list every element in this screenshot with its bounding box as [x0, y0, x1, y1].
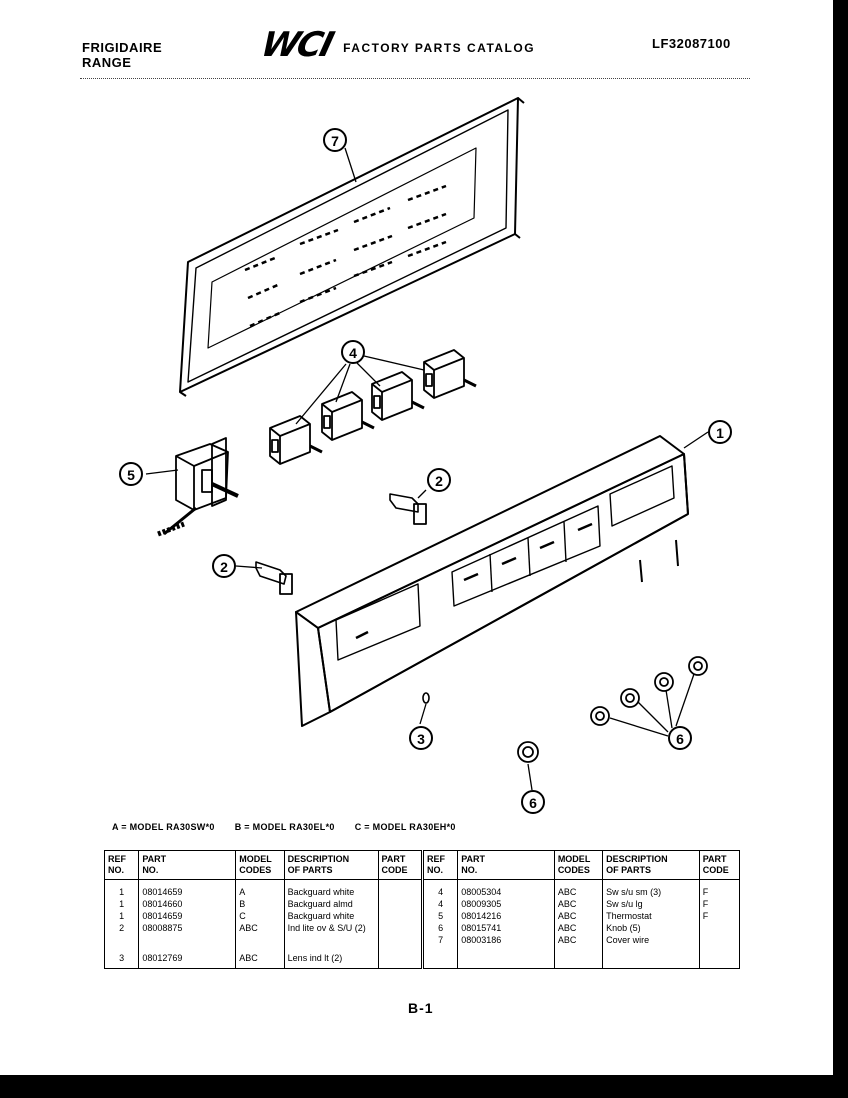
catalog-logo: WCI FACTORY PARTS CATALOG — [257, 25, 536, 65]
thermostat-drawing — [157, 437, 239, 537]
cover-wire-drawing — [179, 97, 525, 397]
catalog-page: FRIGIDAIRE RANGE WCI FACTORY PARTS CATAL… — [0, 0, 833, 1075]
exploded-parts-diagram: 7 4 5 2 2 1 3 6 6 — [119, 97, 732, 814]
catalog-title: FACTORY PARTS CATALOG — [343, 41, 536, 55]
callout-4: 4 — [349, 345, 357, 361]
model-c: C = MODEL RA30EH*0 — [354, 822, 456, 832]
model-legend: A = MODEL RA30SW*0 B = MODEL RA30EL*0 C … — [112, 822, 456, 832]
model-a: A = MODEL RA30SW*0 — [112, 822, 215, 832]
backguard-drawing — [295, 435, 689, 727]
callout-2: 2 — [220, 559, 228, 575]
switches-drawing — [269, 349, 477, 465]
brand-block: FRIGIDAIRE RANGE — [82, 40, 162, 70]
knobs-drawing — [517, 656, 708, 763]
lens-drawing — [422, 692, 430, 704]
callout-3: 3 — [417, 731, 425, 747]
callout-7: 7 — [331, 133, 339, 149]
brand-name: FRIGIDAIRE — [82, 40, 163, 55]
model-b: B = MODEL RA30EL*0 — [234, 822, 335, 832]
catalog-number: LF32087100 — [652, 36, 731, 51]
callout-6: 6 — [529, 795, 537, 811]
callout-1: 1 — [716, 425, 724, 441]
indicator-light-drawing — [255, 493, 427, 595]
product-type: RANGE — [82, 55, 132, 70]
callout-2: 2 — [435, 473, 443, 489]
header-divider — [80, 78, 750, 79]
callout-5: 5 — [127, 467, 135, 483]
callout-6: 6 — [676, 731, 684, 747]
page-number: B-1 — [408, 1000, 434, 1016]
leader-lines — [145, 147, 709, 791]
